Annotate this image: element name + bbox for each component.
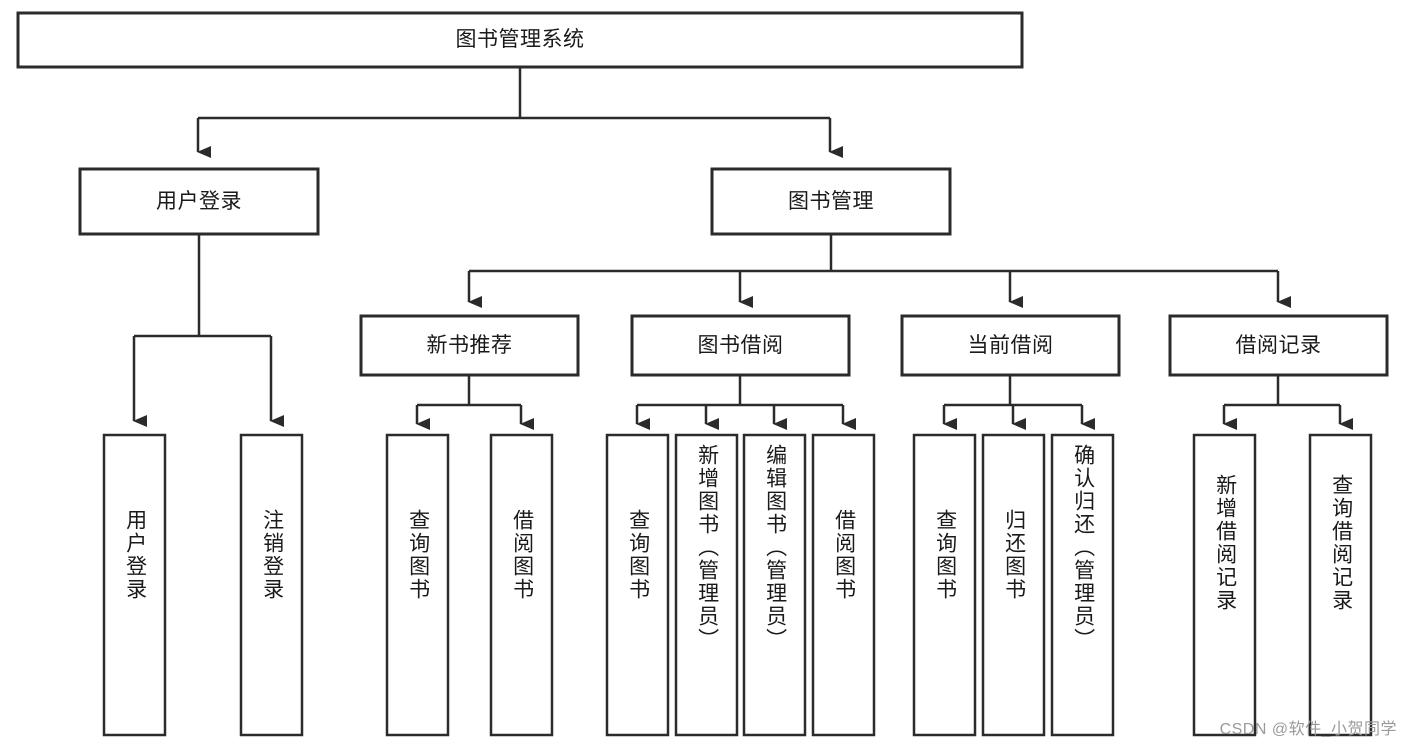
node-leaf-return-book-box[interactable] — [981, 433, 1046, 737]
node-new-book-recommend-box[interactable] — [359, 314, 580, 377]
node-leaf-borrow-book-1-box[interactable] — [489, 433, 554, 737]
node-leaf-user-login-box[interactable] — [102, 433, 167, 737]
node-leaf-confirm-return-box[interactable] — [1050, 433, 1115, 737]
node-leaf-user-logout-box[interactable] — [239, 433, 304, 737]
node-user-login-box[interactable] — [78, 167, 320, 236]
node-book-borrow-box[interactable] — [630, 314, 851, 377]
node-borrow-record-box[interactable] — [1168, 314, 1389, 377]
node-leaf-add-record-box[interactable] — [1192, 433, 1257, 737]
node-leaf-edit-book-box[interactable] — [742, 433, 807, 737]
node-book-management-box[interactable] — [710, 167, 952, 236]
node-current-borrow-box[interactable] — [900, 314, 1121, 377]
node-leaf-add-book-box[interactable] — [674, 433, 739, 737]
csdn-watermark: CSDN @软件_小贺同学 — [1219, 721, 1397, 738]
node-leaf-borrow-book-2-box[interactable] — [811, 433, 876, 737]
node-root-box[interactable] — [16, 11, 1024, 69]
node-leaf-query-record-box[interactable] — [1308, 433, 1373, 737]
node-leaf-query-book-1-box[interactable] — [385, 433, 450, 737]
node-leaf-query-book-3-box[interactable] — [912, 433, 977, 737]
node-leaf-query-book-2-box[interactable] — [605, 433, 670, 737]
